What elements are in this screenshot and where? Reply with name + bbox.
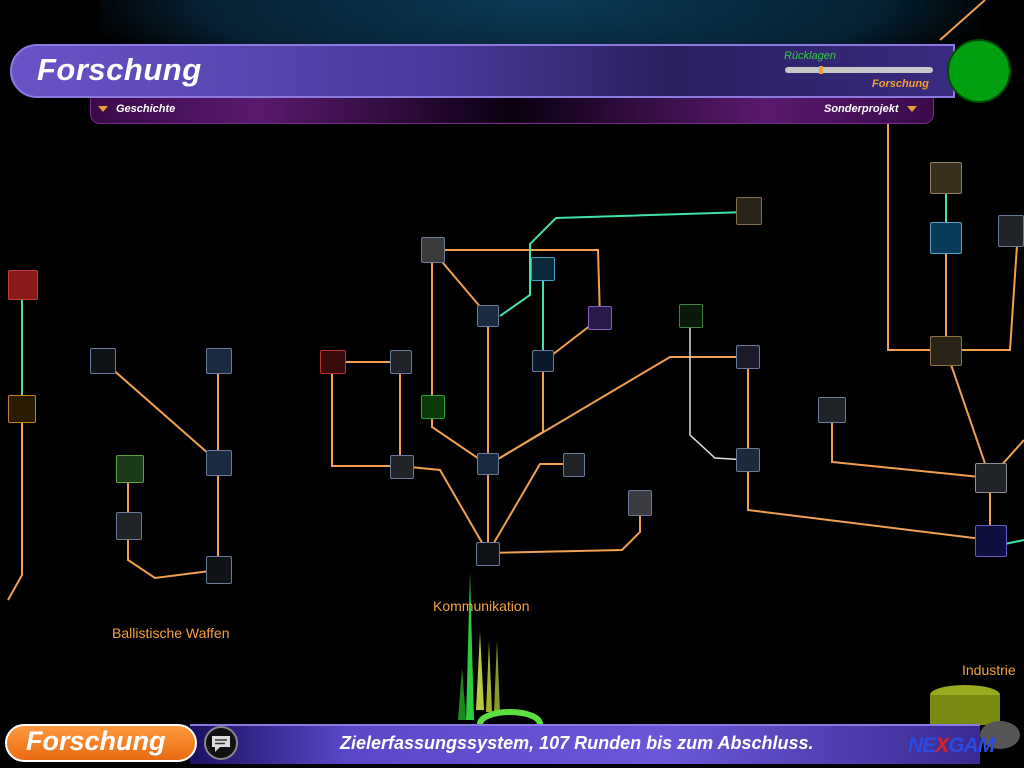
research-node[interactable] — [477, 305, 499, 327]
active-link — [499, 211, 749, 317]
link — [432, 249, 601, 319]
research-node[interactable] — [930, 222, 962, 254]
link — [431, 250, 489, 466]
link — [127, 468, 219, 580]
research-status-message: Zielerfassungssystem, 107 Runden bis zum… — [340, 733, 814, 753]
history-dropdown-label: Geschichte — [116, 103, 176, 115]
research-mode-label: Forschung — [26, 726, 166, 756]
chevron-down-icon — [906, 106, 917, 112]
link — [331, 362, 400, 467]
research-mode-button[interactable] — [5, 724, 197, 762]
green-spire-decoration — [458, 572, 543, 739]
sub-header-bar — [90, 98, 934, 124]
watermark-logo: NEXGAM — [908, 734, 995, 757]
research-node[interactable] — [421, 237, 445, 263]
research-node[interactable] — [476, 542, 500, 566]
category-label-industry: Industrie — [962, 662, 1016, 678]
research-node[interactable] — [90, 348, 116, 374]
reserves-label: Rücklagen — [784, 50, 836, 62]
research-node[interactable] — [930, 162, 962, 194]
chat-button[interactable] — [204, 726, 238, 760]
slider-handle[interactable] — [819, 66, 823, 74]
history-dropdown[interactable]: Geschichte — [98, 103, 175, 115]
research-node[interactable] — [679, 304, 703, 328]
link — [399, 465, 489, 554]
research-node[interactable] — [930, 336, 962, 366]
research-node[interactable] — [206, 348, 232, 374]
special-project-dropdown[interactable]: Sonderprojekt — [824, 103, 917, 115]
link-inactive — [689, 316, 749, 461]
research-node[interactable] — [628, 490, 652, 516]
research-node[interactable] — [390, 350, 412, 374]
research-node[interactable] — [421, 395, 445, 419]
link — [487, 356, 748, 466]
link — [887, 95, 946, 351]
research-node[interactable] — [736, 197, 762, 225]
status-indicator[interactable] — [947, 39, 1011, 103]
research-node[interactable] — [116, 455, 144, 483]
research-node[interactable] — [531, 257, 555, 281]
reserves-research-slider[interactable] — [785, 66, 933, 74]
link — [946, 229, 1019, 351]
chevron-down-icon — [98, 106, 108, 112]
status-bar — [190, 724, 980, 764]
category-label-ballistic: Ballistische Waffen — [112, 625, 230, 641]
research-node[interactable] — [975, 525, 1007, 557]
research-node[interactable] — [563, 453, 585, 477]
page-title: Forschung — [37, 52, 202, 87]
research-node[interactable] — [206, 556, 232, 584]
link — [101, 359, 219, 463]
research-node[interactable] — [390, 455, 414, 479]
special-project-dropdown-label: Sonderprojekt — [824, 103, 899, 115]
research-node[interactable] — [998, 215, 1024, 247]
industry-cylinder-decoration — [930, 685, 1020, 749]
research-node[interactable] — [532, 350, 554, 372]
research-node[interactable] — [818, 397, 846, 423]
link — [487, 504, 641, 554]
speech-bubble-icon — [212, 736, 230, 752]
link — [747, 460, 991, 541]
research-node[interactable] — [588, 306, 612, 330]
research-node[interactable] — [975, 463, 1007, 493]
research-node[interactable] — [8, 395, 36, 423]
research-node[interactable] — [206, 450, 232, 476]
research-node[interactable] — [477, 453, 499, 475]
research-node[interactable] — [320, 350, 346, 374]
category-label-communication: Kommunikation — [433, 598, 530, 614]
link — [831, 410, 991, 479]
research-node[interactable] — [8, 270, 38, 300]
link — [487, 463, 574, 554]
research-node[interactable] — [736, 345, 760, 369]
link — [7, 408, 23, 601]
research-label: Forschung — [872, 78, 929, 90]
research-node[interactable] — [736, 448, 760, 472]
link — [945, 349, 991, 479]
link — [939, 0, 986, 41]
research-node[interactable] — [116, 512, 142, 540]
